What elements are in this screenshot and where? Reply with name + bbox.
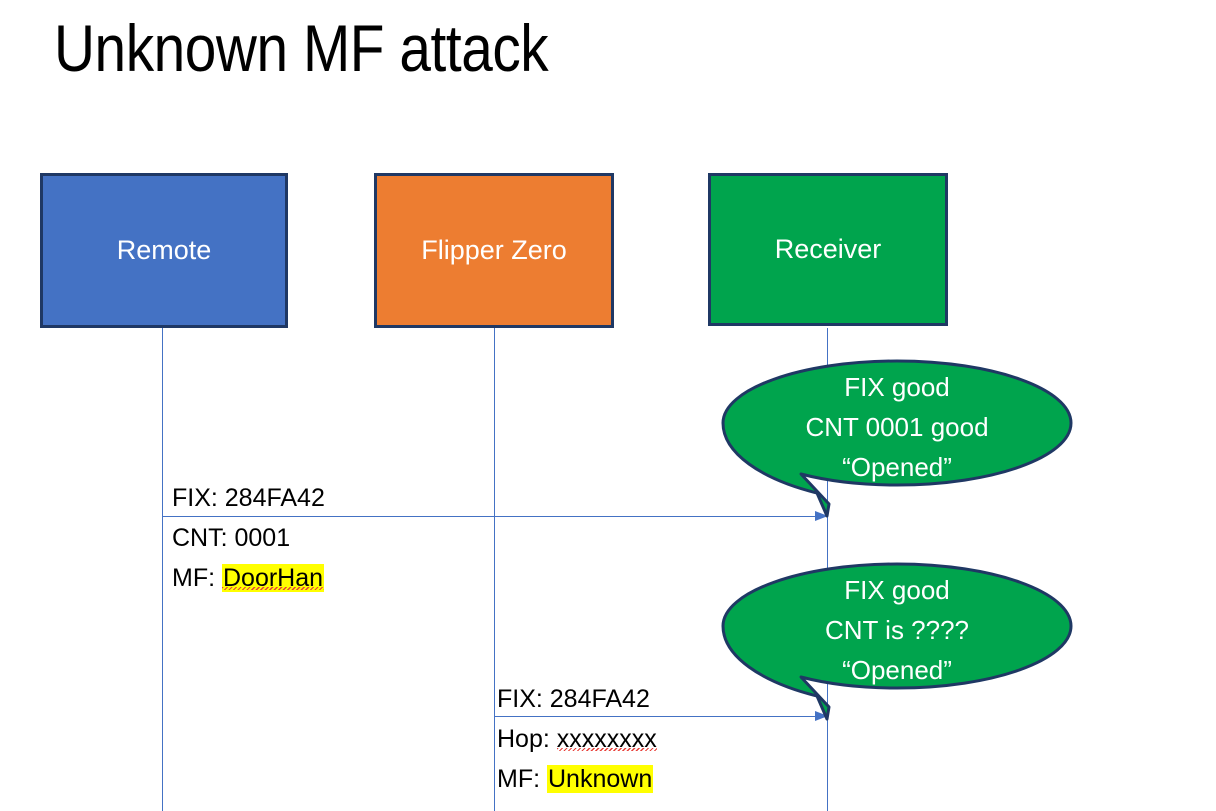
actor-label-receiver: Receiver: [774, 234, 882, 264]
callout-bubble-receiver-response-2: FIX good CNT is ???? “Opened”: [721, 562, 1073, 730]
lifeline-flipper: [494, 328, 495, 811]
message-1-line-1: FIX: 284FA42: [172, 484, 325, 512]
message-1-line-2: CNT: 0001: [172, 524, 291, 552]
callout-bubble-receiver-response-1: FIX good CNT 0001 good “Opened”: [721, 359, 1073, 527]
message-2-line-2: Hop: xxxxxxxx: [497, 719, 657, 759]
message-2-line-1: FIX: 284FA42: [497, 685, 650, 713]
actor-label-flipper: Flipper Zero: [421, 235, 567, 265]
message-2-mf-prefix: MF:: [497, 765, 547, 793]
message-1-mf-value: DoorHan: [222, 564, 325, 592]
actor-label-remote: Remote: [116, 235, 212, 265]
message-1-line-3: MF: DoorHan: [172, 558, 325, 598]
page-title: Unknown MF attack: [54, 11, 549, 85]
message-arrow-flipper-to-receiver: [494, 711, 828, 721]
actor-box-flipper[interactable]: Flipper Zero: [374, 173, 614, 328]
actor-box-remote[interactable]: Remote: [40, 173, 288, 328]
message-2-hop-value: xxxxxxxx: [556, 725, 657, 753]
message-2-mf-value: Unknown: [547, 765, 654, 793]
callout-shape-1: [721, 359, 1073, 518]
message-2-details: Hop: xxxxxxxx MF: Unknown: [497, 719, 657, 799]
callout-shape-2: [721, 562, 1073, 721]
message-1-details: CNT: 0001 MF: DoorHan: [172, 518, 325, 598]
message-arrow-remote-to-receiver: [162, 511, 828, 521]
message-1-mf-prefix: MF:: [172, 564, 222, 592]
lifeline-remote: [162, 328, 163, 811]
message-2-hop-prefix: Hop:: [497, 725, 557, 753]
actor-box-receiver[interactable]: Receiver: [708, 173, 948, 326]
message-2-line-3: MF: Unknown: [497, 759, 657, 799]
